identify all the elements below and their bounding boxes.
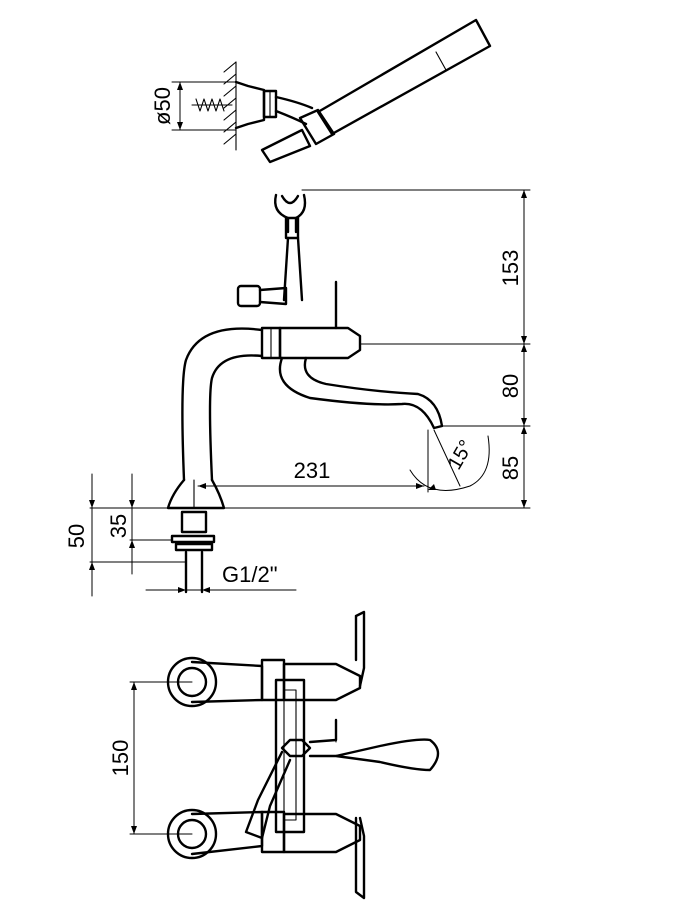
dim-85-label: 85 [498, 456, 523, 480]
hand-shower-head [316, 18, 492, 136]
holder-column [282, 236, 304, 302]
bottom-handle [282, 812, 362, 854]
deck-shank [170, 510, 216, 594]
dim-80-label: 80 [498, 374, 523, 398]
diverter-plan [244, 750, 292, 840]
lever-plate-lower [354, 816, 366, 900]
spout [278, 356, 444, 430]
deck-dimensions: 50 35 [64, 473, 187, 597]
lever-plate [354, 610, 366, 688]
dim-50-label: 50 [64, 524, 89, 548]
wall-hatching [223, 61, 237, 151]
height-dimensions: 153 80 85 [223, 189, 531, 509]
hand-shower-holder-view: ø50 [150, 18, 492, 164]
dim-153-label: 153 [498, 250, 523, 287]
diameter-50-label: ø50 [150, 87, 175, 125]
wall-flange [234, 80, 266, 130]
diverter-knob [236, 284, 262, 308]
dim-35-label: 35 [106, 514, 131, 538]
dim-231-label: 231 [294, 458, 331, 483]
diameter-dimension: ø50 [150, 81, 237, 131]
wall-screw [191, 98, 233, 112]
dim-150-label: 150 [108, 740, 133, 777]
diverter-stem [258, 286, 288, 306]
inlet-elbow [181, 327, 264, 482]
spout-plan [308, 718, 440, 772]
top-handle [282, 662, 362, 702]
angle-15-label: 15° [444, 436, 478, 473]
fork-stem [284, 216, 300, 240]
hose-handle [260, 128, 312, 164]
hex-nut [280, 738, 312, 758]
top-arm [190, 660, 264, 704]
thread-dimension: G1/2" [145, 562, 297, 593]
center-column [274, 678, 306, 834]
plan-view: 150 [108, 610, 440, 900]
hose-sleeve [298, 108, 336, 146]
side-elevation-view: 153 80 85 231 15° 50 35 [64, 189, 531, 597]
spacing-dimension: 150 [108, 681, 193, 835]
base-flange [166, 478, 226, 510]
shower-fork [274, 193, 307, 234]
outlet-angle-dimension: 15° [409, 429, 490, 493]
holder-arm [274, 95, 314, 126]
reach-dimension: 231 [197, 458, 425, 489]
mixer-body [278, 326, 362, 360]
thread-g12-label: G1/2" [222, 562, 278, 587]
head-grip-line [435, 51, 447, 71]
